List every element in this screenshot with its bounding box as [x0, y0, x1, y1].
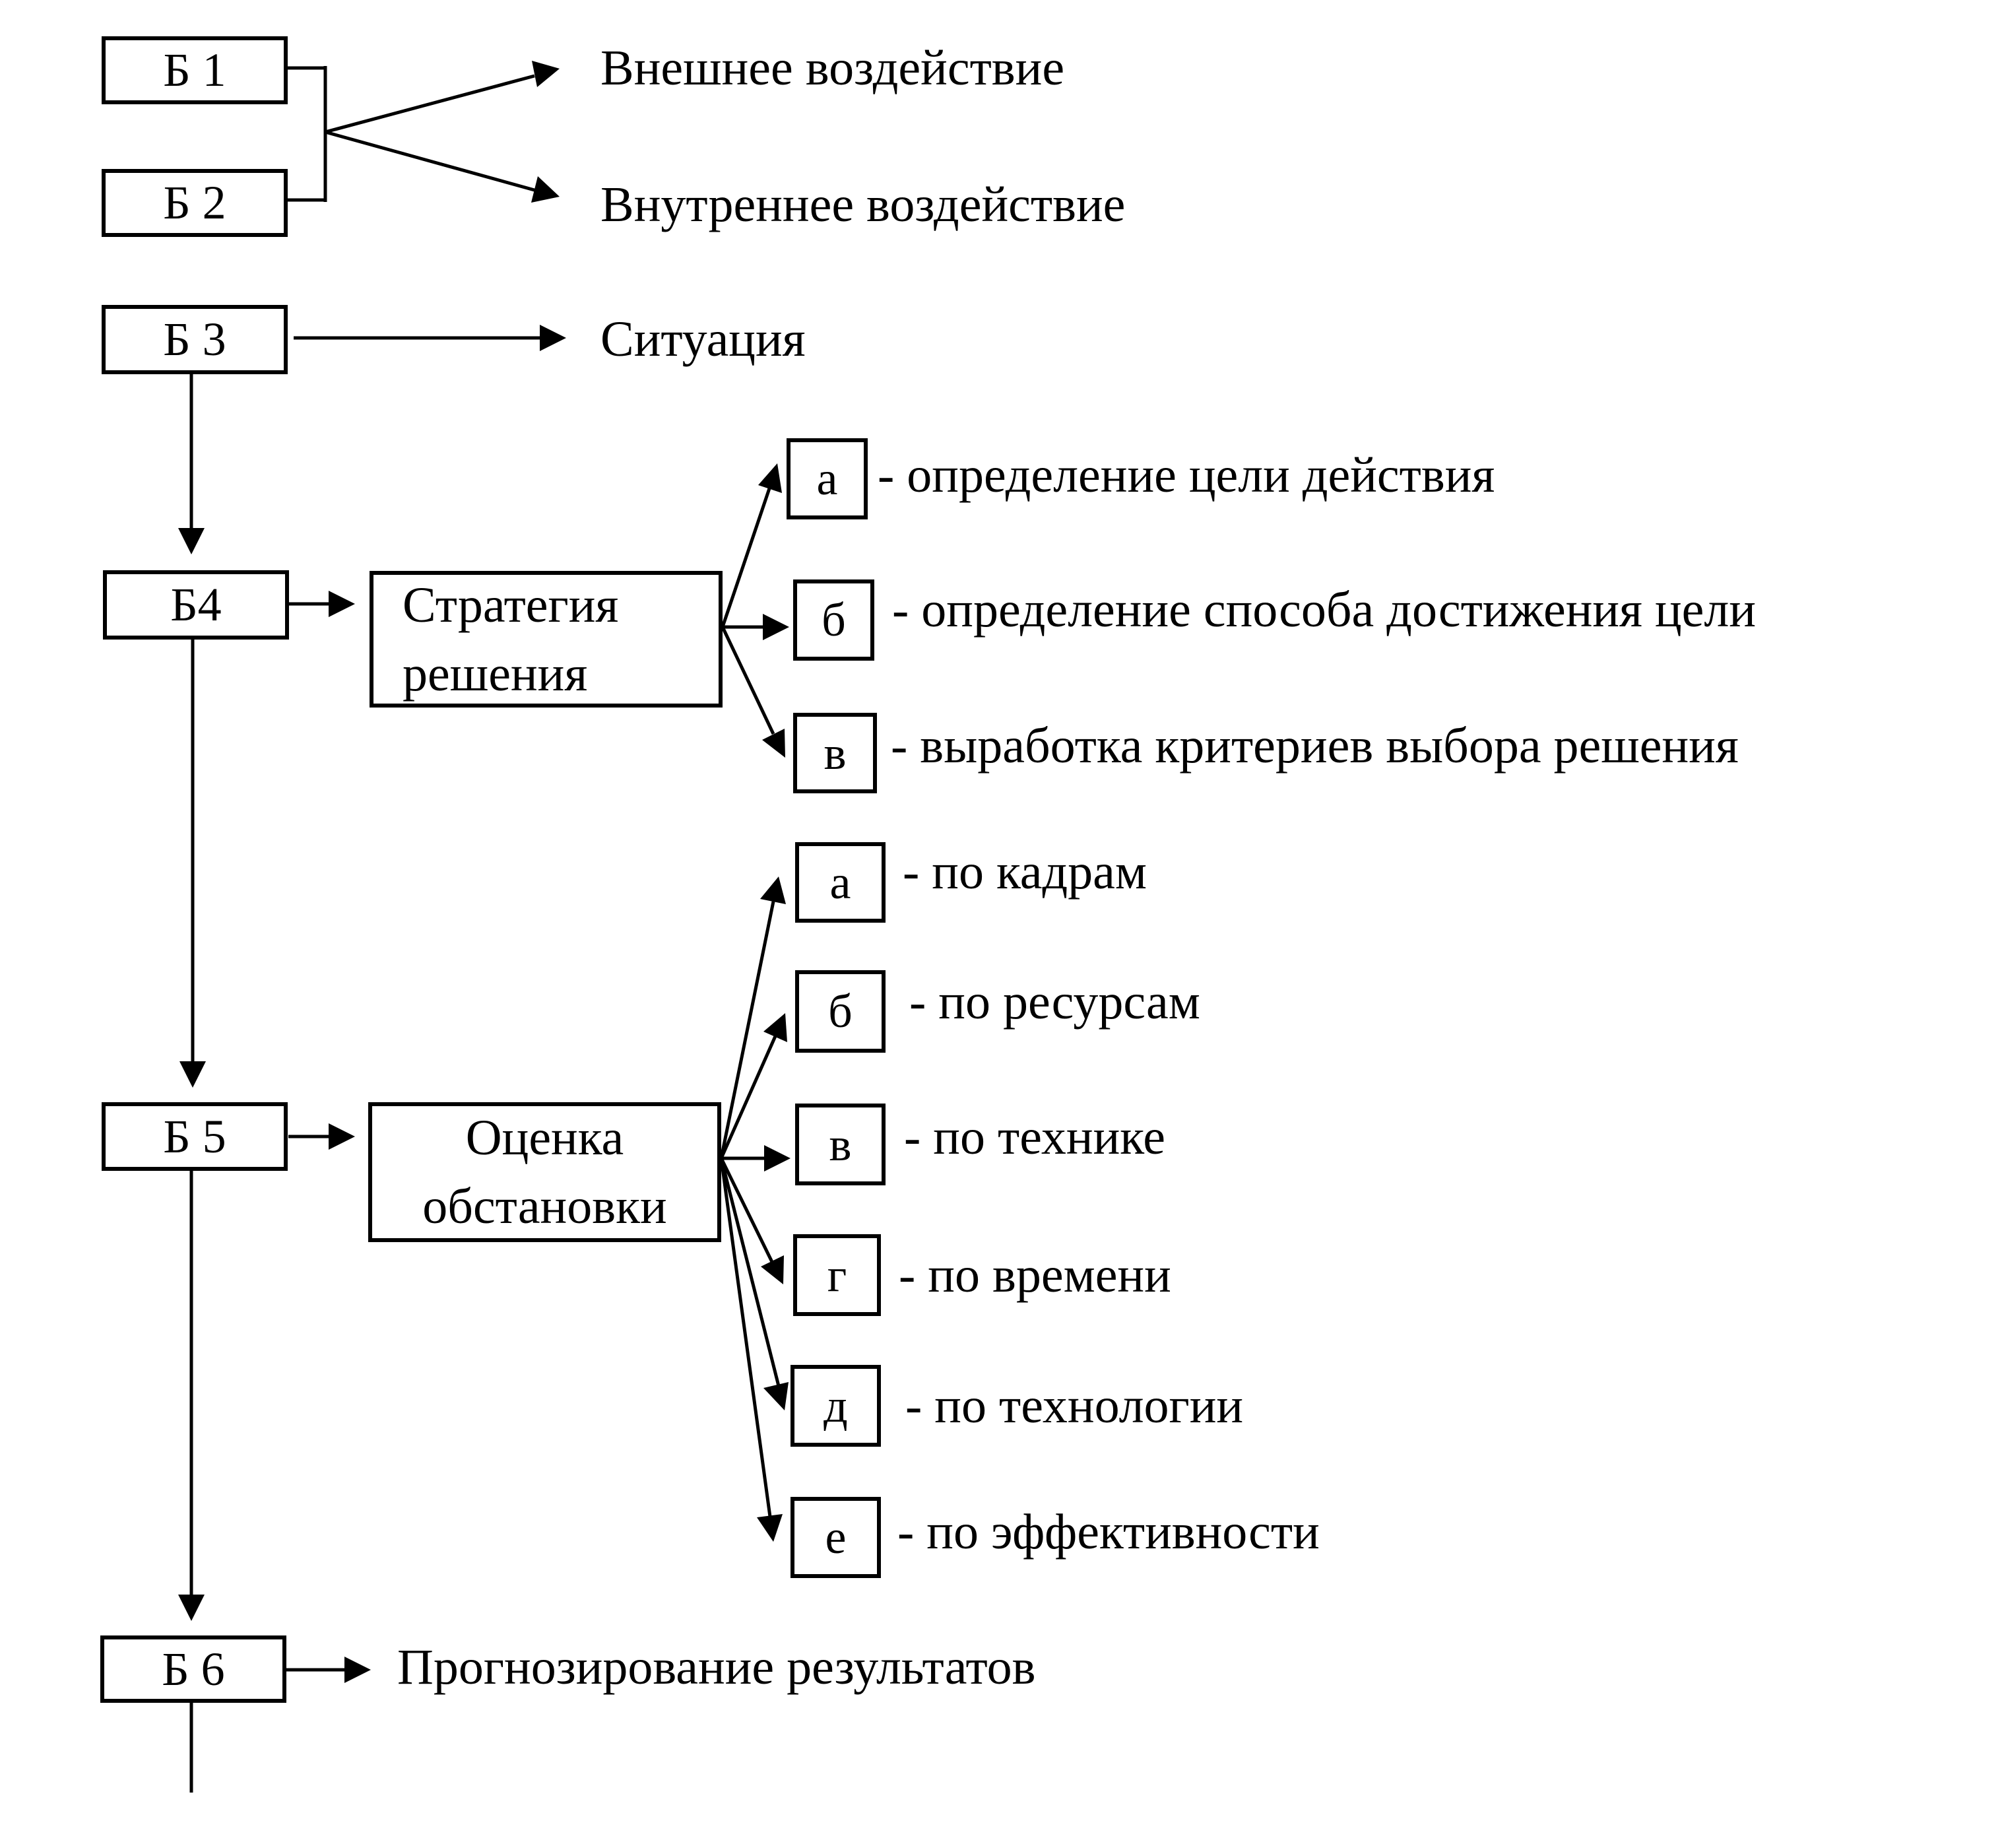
arrow-assessment-b	[719, 1035, 777, 1160]
arrowhead-strategy-v	[762, 729, 785, 758]
arrow-assessment-a	[719, 901, 775, 1159]
arrowhead-assessment-v	[764, 1145, 791, 1172]
block-b5: Б 5	[102, 1102, 288, 1171]
assessment-title-line1: Оценка	[465, 1110, 624, 1166]
arrowhead-external-impact	[532, 61, 560, 87]
assessment-item-v-text: - по технике	[904, 1109, 1166, 1165]
strategy-title-line1: Стратегия	[403, 577, 619, 633]
block-b3: Б 3	[102, 305, 288, 374]
strategy-item-v-box: в	[793, 713, 877, 793]
assessment-item-a-text: - по кадрам	[903, 844, 1147, 900]
strategy-item-b-text: - определение способа достижения цели	[892, 582, 1756, 638]
arrowhead-b4-b5	[179, 1061, 206, 1088]
arrowhead-assessment-b	[763, 1013, 787, 1042]
assessment-box: Оценка обстановки	[368, 1102, 721, 1242]
assessment-item-g-box: г	[793, 1234, 881, 1316]
arrowhead-strategy-a	[758, 463, 782, 493]
block-b2: Б 2	[102, 169, 288, 237]
arrowhead-b3-b4	[178, 528, 205, 554]
forecast-label: Прогнозирование результатов	[397, 1639, 1036, 1695]
strategy-box: Стратегия решения	[370, 571, 723, 708]
arrow-assessment-g	[719, 1157, 774, 1263]
arrow-internal-impact	[325, 130, 535, 192]
strategy-item-a-text: - определение цели действия	[878, 447, 1495, 503]
arrow-assessment-e	[719, 1158, 772, 1517]
block-b1: Б 1	[102, 36, 288, 104]
arrowhead-b5-assessment	[329, 1123, 355, 1150]
arrowhead-situation	[540, 325, 566, 351]
assessment-item-e-box: е	[791, 1497, 881, 1578]
arrow-external-impact	[325, 74, 535, 134]
assessment-item-b-text: - по ресурсам	[909, 974, 1200, 1030]
assessment-item-d-text: - по технологии	[905, 1378, 1244, 1434]
arrowhead-b4-strategy	[329, 591, 355, 617]
strategy-item-a-box: а	[787, 438, 868, 519]
arrowhead-b5-b6	[178, 1595, 205, 1621]
arrow-strategy-a	[721, 488, 771, 628]
assessment-title-line2: обстановки	[422, 1179, 667, 1234]
assessment-item-e-text: - по эффективности	[897, 1504, 1320, 1560]
arrowhead-forecast	[344, 1657, 371, 1683]
strategy-item-v-text: - выработка критериев выбора решения	[891, 718, 1739, 774]
arrowhead-assessment-g	[761, 1255, 784, 1284]
arrowhead-strategy-b	[763, 614, 789, 640]
arrowhead-internal-impact	[531, 176, 560, 203]
assessment-item-v-box: в	[795, 1104, 886, 1185]
assessment-item-g-text: - по времени	[899, 1247, 1171, 1303]
assessment-item-d-box: д	[791, 1365, 881, 1447]
assessment-item-b-box: б	[795, 970, 886, 1053]
strategy-item-b-box: б	[793, 579, 874, 661]
internal-impact-label: Внутреннее воздействие	[600, 177, 1126, 232]
situation-label: Ситуация	[600, 312, 806, 367]
assessment-item-a-box: а	[795, 842, 886, 923]
strategy-title-line2: решения	[403, 645, 588, 702]
arrow-assessment-d	[719, 1158, 781, 1387]
block-b4: Б4	[103, 570, 289, 640]
arrowhead-assessment-e	[757, 1514, 783, 1542]
arrowhead-assessment-d	[763, 1382, 789, 1410]
block-b6: Б 6	[100, 1635, 286, 1703]
external-impact-label: Внешнее воздействие	[600, 40, 1065, 96]
arrowhead-assessment-a	[760, 876, 786, 904]
arrow-strategy-v	[721, 626, 775, 735]
